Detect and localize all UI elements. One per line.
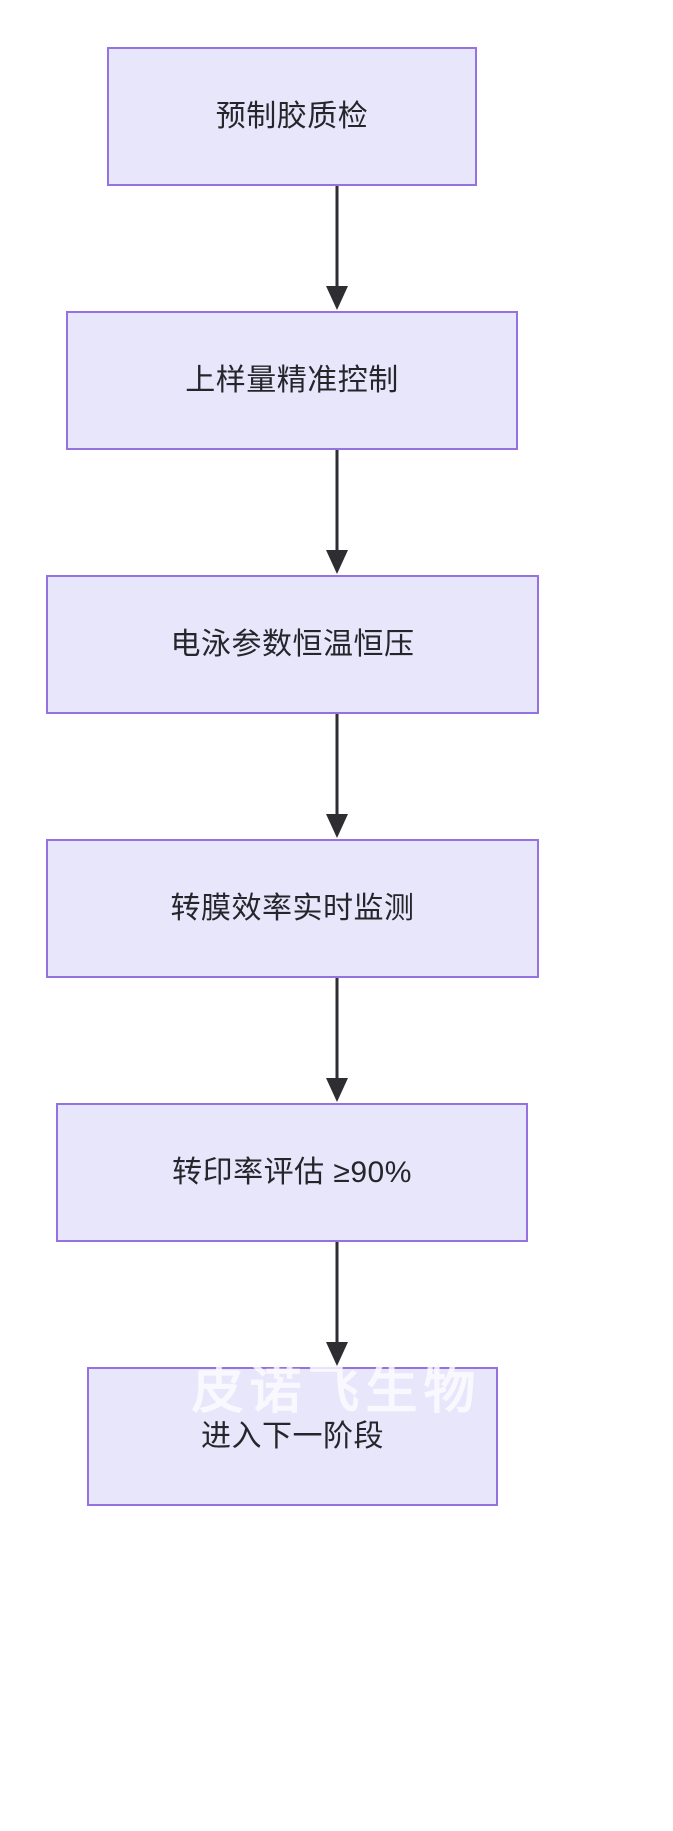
flow-node-4-label: 转膜效率实时监测 [170, 891, 415, 925]
flow-node-1[interactable]: 预制胶质检 [107, 47, 477, 186]
flow-node-5[interactable]: 转印率评估 ≥90% [56, 1103, 528, 1242]
flow-node-1-label: 预制胶质检 [215, 99, 369, 133]
flow-node-2[interactable]: 上样量精准控制 [66, 311, 518, 450]
flow-node-6[interactable]: 进入下一阶段 [87, 1367, 498, 1506]
flow-node-4[interactable]: 转膜效率实时监测 [46, 839, 539, 978]
flow-node-2-label: 上样量精准控制 [185, 363, 399, 397]
flow-node-6-label: 进入下一阶段 [201, 1419, 384, 1453]
flow-edge-5-6 [277, 1242, 397, 1367]
flow-edge-1-2 [277, 186, 397, 311]
flow-node-5-label: 转印率评估 ≥90% [172, 1155, 412, 1189]
flow-node-3[interactable]: 电泳参数恒温恒压 [46, 575, 539, 714]
flow-node-3-label: 电泳参数恒温恒压 [170, 627, 415, 661]
flow-edge-3-4 [277, 714, 397, 839]
flow-edge-2-3 [277, 450, 397, 575]
flow-edge-4-5 [277, 978, 397, 1103]
